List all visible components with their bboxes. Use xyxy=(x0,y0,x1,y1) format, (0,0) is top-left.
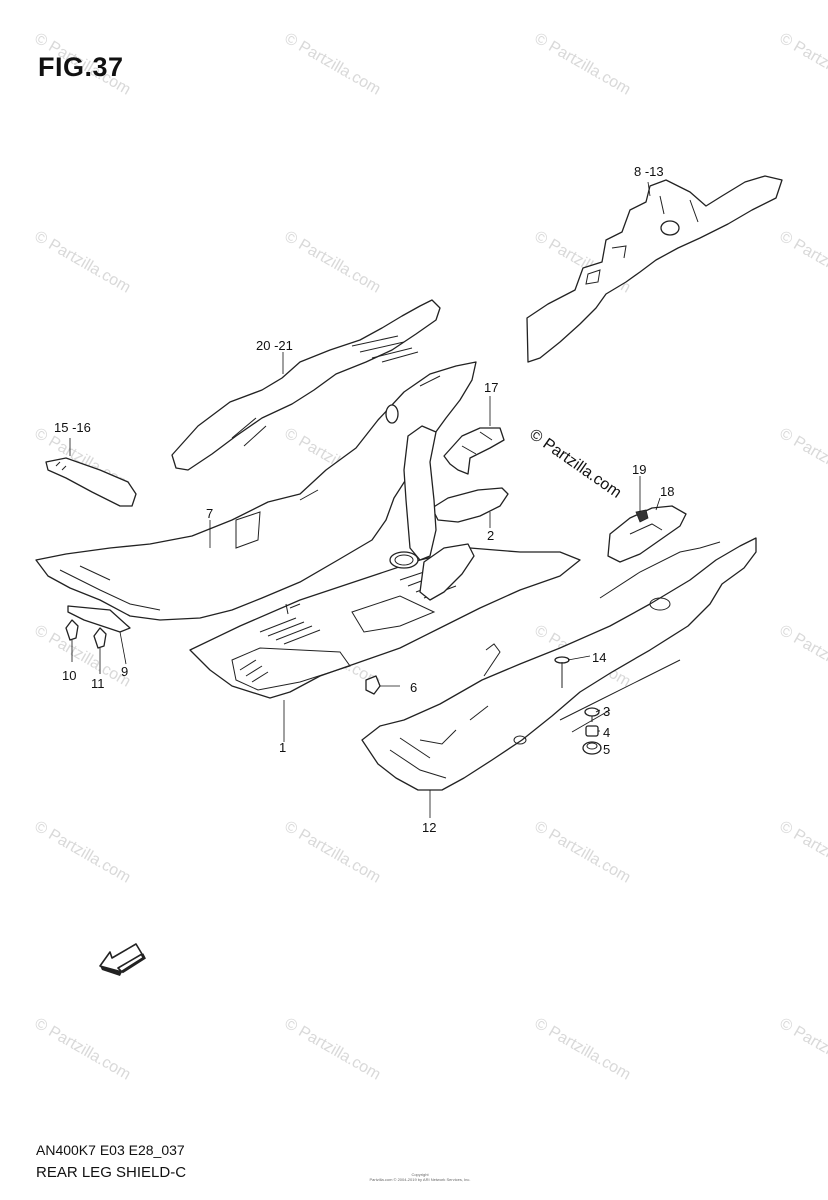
part-10-clip[interactable] xyxy=(65,619,79,641)
copyright-line-2: Partzilla.com © 2004-2019 by ARI Network… xyxy=(369,1177,471,1182)
callout-1: 1 xyxy=(279,740,287,755)
callout-11: 11 xyxy=(91,676,105,691)
callout-5: 5 xyxy=(603,742,611,757)
part-19-clip[interactable] xyxy=(635,509,649,523)
callout-12: 12 xyxy=(422,820,437,835)
part-3-bolt[interactable] xyxy=(584,707,600,722)
callout-7: 7 xyxy=(206,506,214,521)
callout-4: 4 xyxy=(603,725,611,740)
center-spine[interactable] xyxy=(403,425,475,601)
callout-17: 17 xyxy=(484,380,499,395)
part-15-16-cover[interactable] xyxy=(45,457,137,507)
part-8-13-panel[interactable] xyxy=(526,175,783,363)
part-14-bolt[interactable] xyxy=(554,656,570,688)
part-5-grommet[interactable] xyxy=(582,741,602,755)
callout-20-21: 20 -21 xyxy=(256,338,293,353)
callout-2: 2 xyxy=(487,528,495,543)
part-1-floor-board[interactable] xyxy=(189,547,581,699)
part-17-bracket[interactable] xyxy=(443,427,505,475)
part-20-21-strip[interactable] xyxy=(171,299,441,471)
figure-code: AN400K7 E03 E28_037 xyxy=(36,1142,185,1158)
callout-10: 10 xyxy=(62,668,77,683)
part-11-clip[interactable] xyxy=(93,627,107,649)
fwd-arrow-icon xyxy=(99,943,146,976)
copyright-line-1: Copyright xyxy=(411,1172,429,1177)
callout-9: 9 xyxy=(121,664,129,679)
callout-15-16: 15 -16 xyxy=(54,420,91,435)
figure-title: FIG.37 xyxy=(38,52,124,82)
leader-lines xyxy=(69,181,661,818)
part-2-pad[interactable] xyxy=(431,487,509,523)
callout-3: 3 xyxy=(603,704,611,719)
part-4-collar[interactable] xyxy=(585,725,599,737)
callout-8-13: 8 -13 xyxy=(634,164,664,179)
part-7-side-body[interactable] xyxy=(35,361,477,621)
callout-14: 14 xyxy=(592,650,607,665)
copyright-note: Copyright Partzilla.com © 2004-2019 by A… xyxy=(360,1172,480,1182)
callout-18: 18 xyxy=(660,484,675,499)
part-12-under-cover[interactable] xyxy=(361,537,757,791)
callout-6: 6 xyxy=(410,680,418,695)
part-6-nut[interactable] xyxy=(365,675,381,695)
callout-19: 19 xyxy=(632,462,647,477)
figure-name: REAR LEG SHIELD-C xyxy=(36,1164,187,1181)
